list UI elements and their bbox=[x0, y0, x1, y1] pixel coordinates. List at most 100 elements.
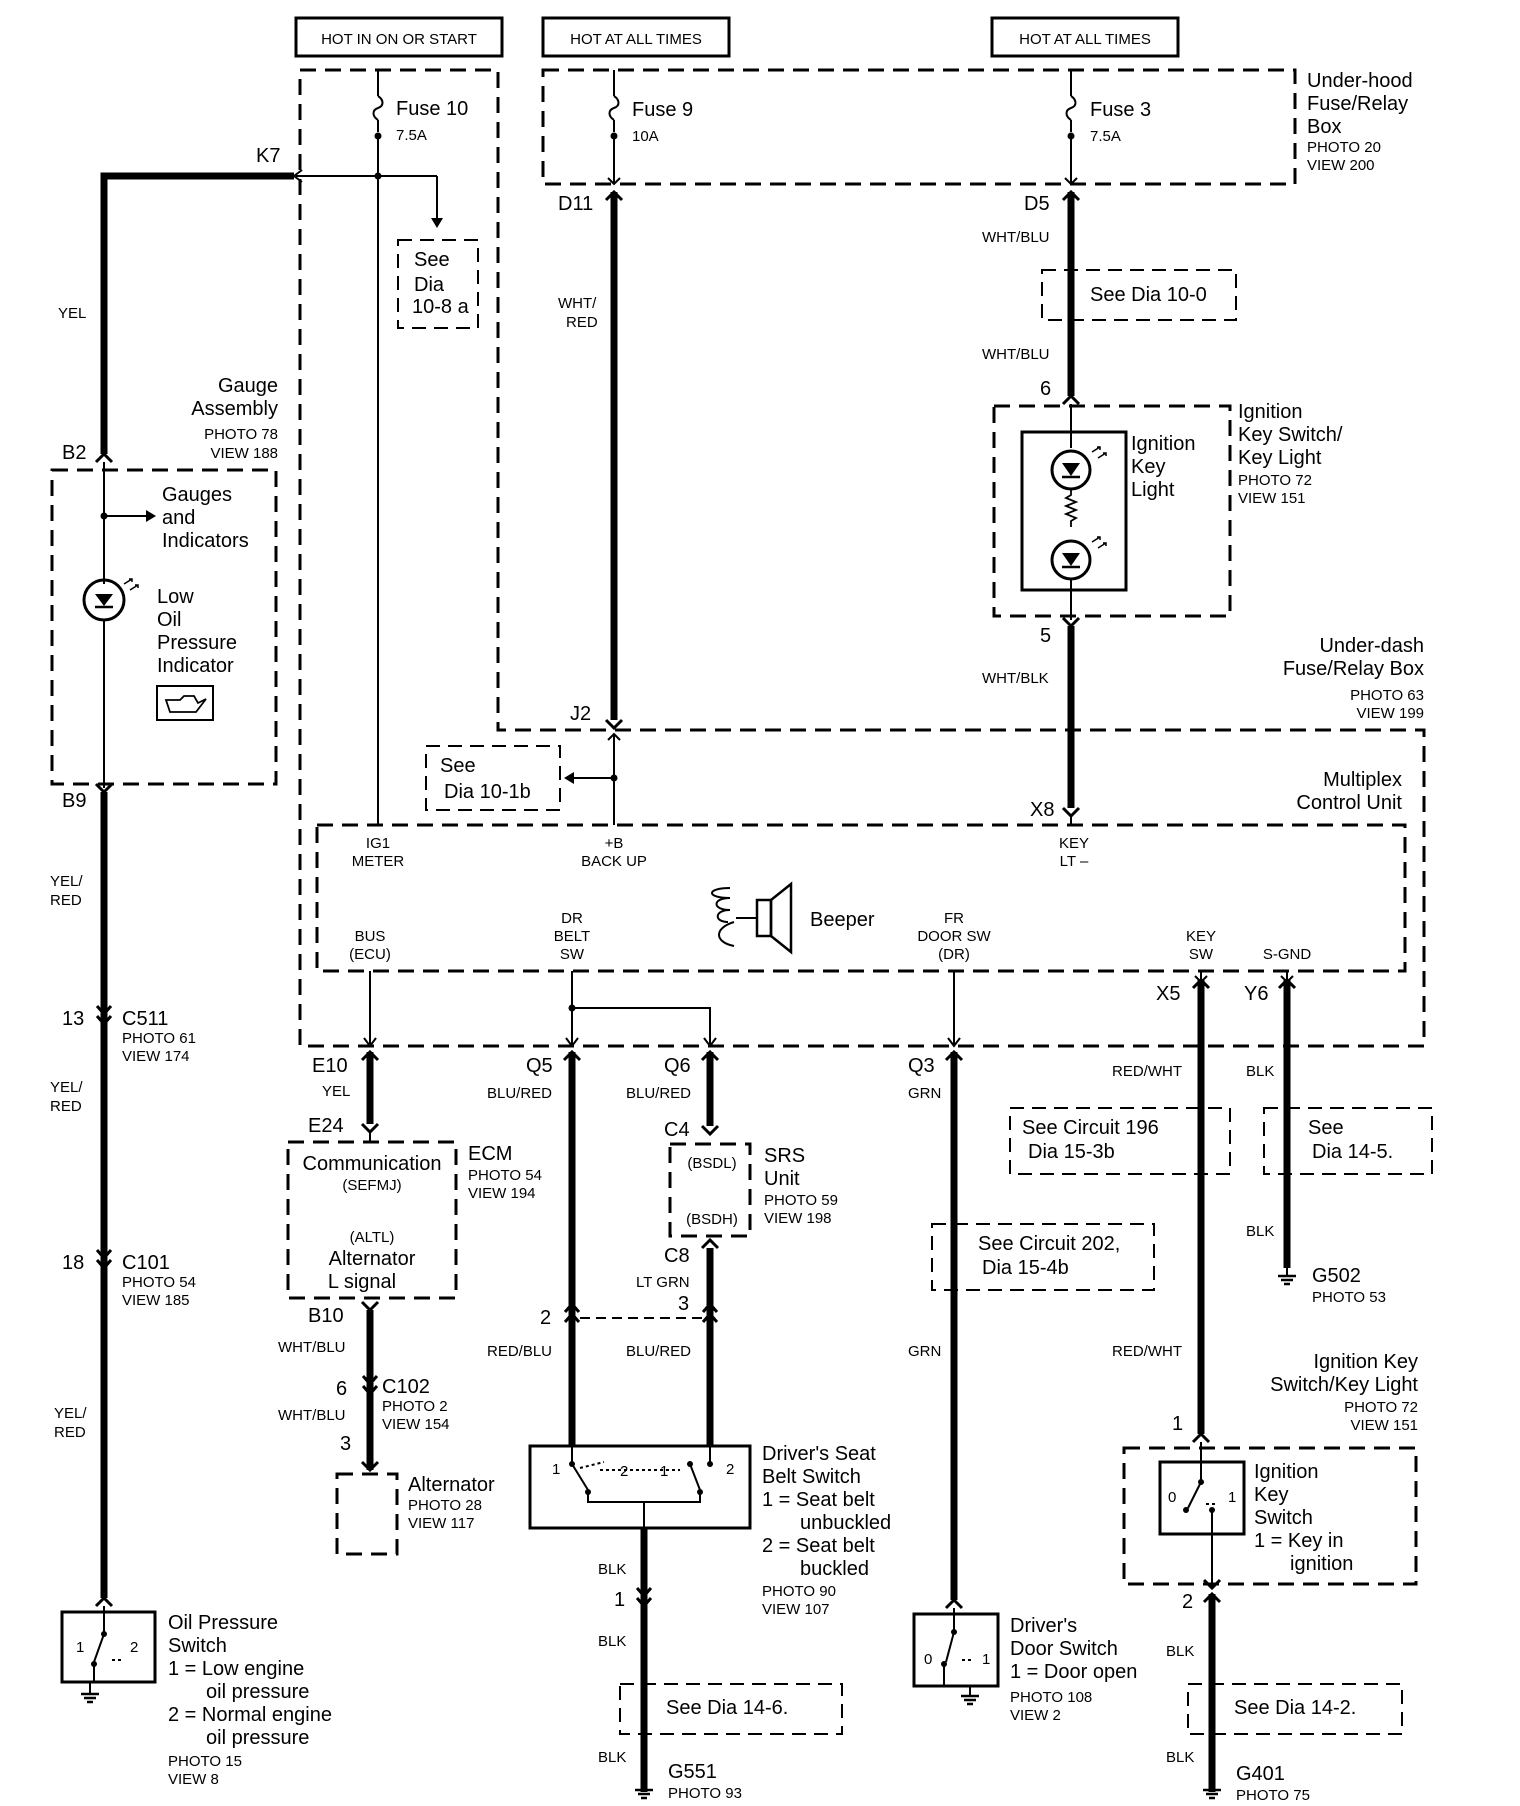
wire-label-blu-red-2: BLU/RED bbox=[626, 1343, 691, 1360]
oil-switch-photo: PHOTO 15 bbox=[168, 1753, 242, 1770]
gauge-gi3: Indicators bbox=[162, 530, 249, 552]
oil-switch-n1: 1 bbox=[76, 1639, 84, 1656]
mcu-dr-paren: (DR) bbox=[938, 946, 970, 963]
wire-label-blk-3: BLK bbox=[598, 1633, 626, 1650]
wire-label-red-wht-1: RED/WHT bbox=[1112, 1063, 1182, 1080]
connector-C4: C4 bbox=[664, 1119, 690, 1141]
ref-202-line1: See Circuit 202, bbox=[978, 1233, 1120, 1255]
keysw-i3: Switch bbox=[1254, 1507, 1313, 1529]
wire-wht-blu-2: WHT/BLU bbox=[982, 346, 1050, 363]
ref-196-line1: See Circuit 196 bbox=[1022, 1117, 1159, 1139]
ecm-photo: PHOTO 54 bbox=[468, 1167, 542, 1184]
ign-light-inner1: Ignition bbox=[1131, 433, 1196, 455]
door-n0: 0 bbox=[924, 1651, 932, 1668]
wire-label-blk-key-bottom: BLK bbox=[1166, 1749, 1194, 1766]
mcu-bottom-leads bbox=[363, 971, 1294, 1048]
ign-light-view: VIEW 151 bbox=[1238, 490, 1306, 507]
mcu-s-gnd: S-GND bbox=[1263, 946, 1312, 963]
ecm: Communication (SEFMJ) (ALTL) Alternator … bbox=[286, 1132, 542, 1300]
mcu-door-sw: DOOR SW bbox=[917, 928, 991, 945]
mcu-b-plus: +B bbox=[605, 835, 624, 852]
g502-photo: PHOTO 53 bbox=[1312, 1289, 1386, 1306]
alternator-photo: PHOTO 28 bbox=[408, 1497, 482, 1514]
oil-switch-view: VIEW 8 bbox=[168, 1771, 219, 1788]
ref-10-0-text: See Dia 10-0 bbox=[1090, 284, 1207, 306]
underdash-fuse-box-outline bbox=[298, 68, 1426, 1048]
underdash-line1: Under-dash bbox=[1319, 635, 1424, 657]
wire-label-blk-4: BLK bbox=[598, 1749, 626, 1766]
ref-14-5-dia: Dia 14-5. bbox=[1312, 1141, 1393, 1163]
connector-Q6: Q6 bbox=[664, 1055, 691, 1077]
ref-10-8a-num: 10-8 a bbox=[412, 296, 470, 318]
ref-14-2-text: See Dia 14-2. bbox=[1234, 1697, 1356, 1719]
oil-pressure-switch: 1 2 Oil Pressure Switch 1 = Low engine o… bbox=[60, 1595, 332, 1788]
splice-C102: 6 C102 PHOTO 2 VIEW 154 bbox=[336, 1375, 450, 1433]
srs-l1: SRS bbox=[764, 1145, 805, 1167]
keysw-n1: 1 bbox=[1228, 1489, 1236, 1506]
mcu-key-sw1: KEY bbox=[1186, 928, 1216, 945]
fuse-9-rating: 10A bbox=[632, 128, 659, 145]
mcu-ecu: (ECU) bbox=[349, 946, 391, 963]
wire-label-red-wht-2: RED/WHT bbox=[1112, 1343, 1182, 1360]
wire-label-wht-blu-b10: WHT/BLU bbox=[278, 1339, 346, 1356]
wire-label-blk-2: BLK bbox=[598, 1561, 626, 1578]
belt-d4: buckled bbox=[800, 1558, 869, 1580]
fuse-3: Fuse 3 7.5A bbox=[1065, 70, 1151, 145]
splice-C511-name: C511 bbox=[122, 1008, 168, 1030]
pin-1-blk: 1 bbox=[614, 1589, 625, 1611]
wire-wht-blu-1: WHT/BLU bbox=[982, 229, 1050, 246]
splice-C102-name: C102 bbox=[382, 1376, 430, 1398]
splice-C101-name: C101 bbox=[122, 1252, 170, 1274]
pin-18: 18 bbox=[62, 1252, 84, 1274]
connector-Q3: Q3 bbox=[908, 1055, 935, 1077]
underdash-line2: Fuse/Relay Box bbox=[1283, 658, 1424, 680]
belt-blk-connector: 1 bbox=[614, 1587, 653, 1611]
beeper-icon bbox=[711, 881, 793, 955]
fuse-9-circuit: D11 WHT/ RED J2 bbox=[558, 136, 624, 825]
oil-switch-d2: oil pressure bbox=[206, 1681, 309, 1703]
header-hot-on-start: HOT IN ON OR START bbox=[294, 16, 504, 58]
door-switch: 0 1 Driver's Door Switch 1 = Door open P… bbox=[912, 1597, 1137, 1724]
ign-light-inner3: Light bbox=[1131, 479, 1175, 501]
header-hot-all-times-2: HOT AT ALL TIMES bbox=[990, 16, 1180, 58]
fuse-3-rating: 7.5A bbox=[1090, 128, 1121, 145]
connector-D11: D11 bbox=[558, 193, 593, 215]
wire-yel-red-2a: YEL/ bbox=[50, 1079, 83, 1096]
splice-C511-photo: PHOTO 61 bbox=[122, 1030, 196, 1047]
belt-view: VIEW 107 bbox=[762, 1601, 830, 1618]
keysw-i2: Key bbox=[1254, 1484, 1288, 1506]
wire-label-yel-e10: YEL bbox=[322, 1083, 350, 1100]
pin-2-key: 2 bbox=[1182, 1591, 1193, 1613]
fuse-10-circuit: K7 bbox=[256, 136, 443, 825]
header-hot-on-start-label: HOT IN ON OR START bbox=[321, 31, 477, 48]
mcu-beeper: Beeper bbox=[810, 909, 875, 931]
ecm-altl: (ALTL) bbox=[350, 1229, 395, 1246]
wire-yel-red-1b: RED bbox=[50, 892, 82, 909]
wire-label-wht-blu-c102: WHT/BLU bbox=[278, 1407, 346, 1424]
wire-label-grn-q3: GRN bbox=[908, 1085, 941, 1102]
belt-n1a: 1 bbox=[552, 1461, 560, 1478]
door-view: VIEW 2 bbox=[1010, 1707, 1061, 1724]
multiplex-control-unit: Multiplex Control Unit IG1 METER +B BACK… bbox=[349, 769, 1402, 963]
ref-dia-10-8a: See Dia 10-8 a bbox=[397, 239, 479, 329]
pin-13: 13 bbox=[62, 1008, 84, 1030]
wire-label-red-blu: RED/BLU bbox=[487, 1343, 552, 1360]
connector-J2: J2 bbox=[570, 703, 591, 725]
g551-photo: PHOTO 93 bbox=[668, 1785, 742, 1802]
g401-photo: PHOTO 75 bbox=[1236, 1787, 1310, 1804]
belt-d1: 1 = Seat belt bbox=[762, 1489, 875, 1511]
pin-5: 5 bbox=[1040, 625, 1051, 647]
keysw-h1: Ignition Key bbox=[1313, 1351, 1418, 1373]
splice-C101: 18 C101 PHOTO 54 VIEW 185 bbox=[62, 1249, 196, 1309]
ref-circuit-202: See Circuit 202, Dia 15-4b bbox=[931, 1223, 1155, 1291]
ign-light-t3: Key Light bbox=[1238, 447, 1322, 469]
gauge-lop4: Indicator bbox=[157, 655, 234, 677]
underhood-box-label: Under-hood Fuse/Relay Box PHOTO 20 VIEW … bbox=[1307, 70, 1413, 174]
srs-bsdl: (BSDL) bbox=[687, 1155, 736, 1172]
ground-G551: G551 PHOTO 93 bbox=[633, 1761, 742, 1802]
pin-3-belt: 3 bbox=[678, 1293, 689, 1315]
connector-B2: B2 bbox=[62, 442, 86, 464]
mcu-dr: DR bbox=[561, 910, 583, 927]
alternator-view: VIEW 117 bbox=[408, 1515, 474, 1532]
